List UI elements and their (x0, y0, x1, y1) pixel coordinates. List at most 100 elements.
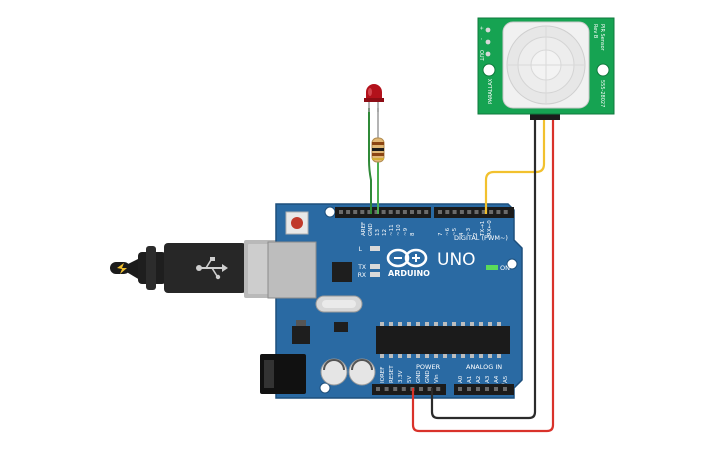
reset-button[interactable] (285, 211, 309, 235)
pir-part-number: 555-28027 (599, 80, 605, 107)
chip-leg (443, 322, 447, 326)
chip-leg (452, 354, 456, 358)
pir-title: PIR Sensor (599, 24, 605, 52)
header-pin[interactable] (419, 387, 423, 391)
chip-leg (407, 322, 411, 326)
chip-leg (488, 322, 492, 326)
header-pin[interactable] (381, 210, 386, 214)
pir-rev: Rev B (592, 24, 598, 39)
header-pin[interactable] (402, 210, 407, 214)
header-pin[interactable] (395, 210, 400, 214)
pin-label: AREF (361, 222, 367, 236)
chip-leg (461, 354, 465, 358)
header-pin[interactable] (339, 210, 343, 214)
analog-header (454, 384, 514, 395)
pin-label: 3.3V (398, 370, 404, 383)
chip-leg (425, 322, 429, 326)
header-pin[interactable] (417, 210, 422, 214)
chip-leg (398, 354, 402, 358)
pir-sensor[interactable]: PIR Sensor Rev B 555-28027 PARALLAX + - … (477, 17, 615, 120)
header-pin[interactable] (445, 210, 450, 214)
pin-label: 12 (382, 229, 388, 236)
pin-label: 5V (407, 376, 413, 383)
usb-symbol-icon (196, 257, 228, 280)
pin-label: RESET (389, 365, 395, 383)
resistor[interactable] (371, 108, 385, 163)
voltage-regulator (292, 320, 310, 344)
header-pin[interactable] (353, 210, 358, 214)
header-pin[interactable] (494, 387, 498, 391)
chip-leg (479, 322, 483, 326)
header-pin[interactable] (384, 387, 389, 391)
header-pin[interactable] (393, 387, 398, 391)
arduino-logo-icon (386, 248, 428, 268)
smd-chip (334, 322, 348, 332)
pin-label: GND (368, 223, 374, 236)
pin-label: A2 (476, 376, 482, 383)
pin-label: ~10 (396, 224, 402, 236)
led-on (486, 265, 498, 270)
header-pin[interactable] (436, 387, 441, 391)
pir-mount-hole-right (596, 63, 610, 77)
pin-label: ~9 (403, 227, 409, 236)
chip-leg (470, 354, 474, 358)
header-pin[interactable] (424, 210, 429, 214)
pin-label: GND (425, 370, 431, 383)
arduino-uno-board[interactable]: L TX RX ON ARDUINO UNO DIGITAL (PWM~) PO… (260, 203, 523, 399)
pin-label: A4 (494, 375, 500, 383)
atmega-chip (376, 322, 510, 358)
header-pin[interactable] (346, 210, 351, 214)
header-pin[interactable] (467, 387, 471, 391)
usb-cable[interactable] (110, 240, 292, 298)
pir-pin-plus: + (478, 26, 484, 30)
pin-label: ~5 (452, 227, 458, 236)
wire-black-gnd[interactable] (430, 118, 537, 420)
wire-red-5v[interactable] (411, 118, 555, 433)
header-pin[interactable] (459, 210, 464, 214)
chip-leg (461, 322, 465, 326)
chip-leg (488, 354, 492, 358)
pir-pin-out: OUT (478, 50, 484, 62)
chip-leg (398, 322, 402, 326)
usb-chip (332, 262, 352, 282)
pin-label: ~3 (466, 227, 472, 236)
header-pin[interactable] (474, 210, 479, 214)
header-pin[interactable] (427, 387, 432, 391)
header-pin[interactable] (496, 210, 501, 214)
chip-leg (470, 322, 474, 326)
pin-label: IOREF (380, 367, 386, 383)
header-pin[interactable] (388, 210, 393, 214)
header-pin[interactable] (401, 387, 406, 391)
header-pin[interactable] (467, 210, 472, 214)
analog-header-label: ANALOG IN (466, 363, 502, 371)
header-pin[interactable] (438, 210, 442, 214)
crystal (315, 295, 363, 313)
capacitor-left (320, 358, 348, 386)
header-pin[interactable] (452, 210, 457, 214)
header-pin[interactable] (476, 387, 480, 391)
header-pin[interactable] (367, 210, 372, 214)
pin-label: GND (416, 370, 422, 383)
header-pin[interactable] (410, 210, 414, 214)
header-pin[interactable] (503, 387, 507, 391)
header-pin[interactable] (376, 387, 380, 391)
red-led[interactable] (364, 84, 384, 112)
power-jack (260, 354, 306, 394)
header-pin[interactable] (489, 210, 494, 214)
header-pin[interactable] (503, 210, 508, 214)
header-pin[interactable] (485, 387, 489, 391)
pin-label: RX←0 (487, 220, 493, 236)
wire-yellow-signal[interactable] (484, 118, 546, 214)
chip-leg (416, 354, 420, 358)
header-pin[interactable] (360, 210, 365, 214)
chip-leg (497, 354, 501, 358)
pin-label: A1 (467, 376, 473, 383)
header-pin[interactable] (458, 387, 462, 391)
chip-leg (407, 354, 411, 358)
header-pin[interactable] (481, 210, 486, 214)
header-pin[interactable] (374, 210, 379, 214)
wire-led-cathode[interactable] (368, 108, 372, 214)
capacitor-right (348, 358, 376, 386)
board-model: UNO (437, 250, 476, 270)
